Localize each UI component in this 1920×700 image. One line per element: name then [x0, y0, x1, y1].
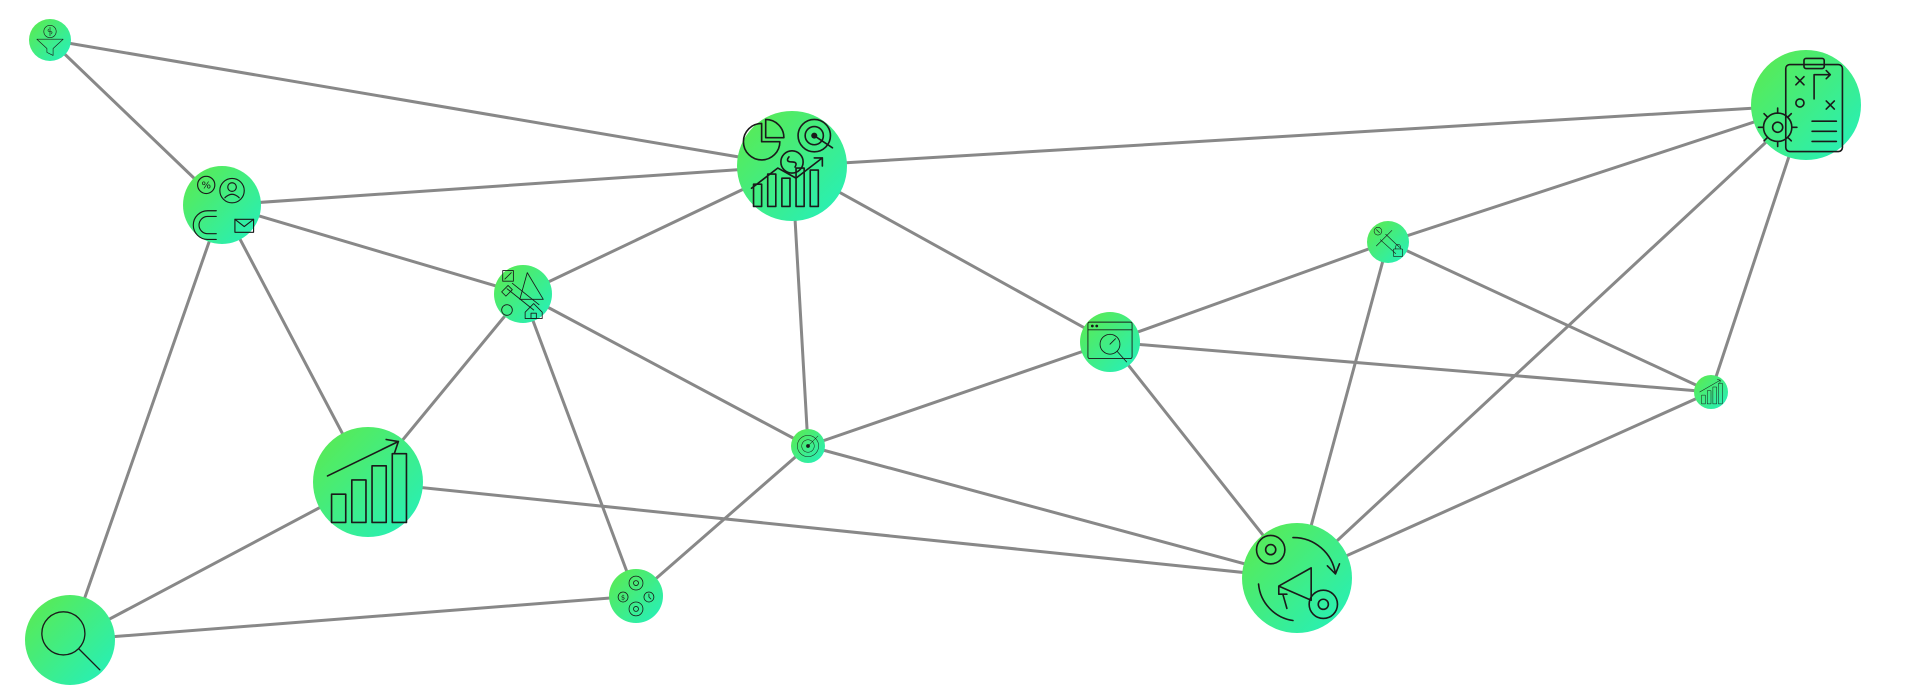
web-analytics-icon: [1087, 321, 1133, 363]
node-search-circle: [25, 595, 115, 685]
node-growth-circle: [313, 427, 423, 537]
node-analytics: [737, 111, 847, 221]
svg-text:$: $: [621, 593, 625, 601]
edge-search-settings: [68, 594, 638, 642]
edge-smallchart-marketing: [1295, 390, 1713, 580]
edge-settings-target: [634, 444, 810, 598]
node-growth: [313, 427, 423, 537]
small-chart-icon: [1699, 379, 1723, 405]
node-dev-circle: [1367, 221, 1409, 263]
node-smallchart: [1694, 375, 1728, 409]
edge-analytics-web: [790, 164, 1112, 344]
target-icon: [797, 435, 819, 457]
edge-target-marketing: [806, 444, 1299, 580]
node-tools: [494, 265, 552, 323]
node-target: [791, 429, 825, 463]
growth-chart-icon: [326, 438, 408, 524]
dev-tools-icon: [1373, 227, 1403, 257]
edge-analytics-strategy: [790, 103, 1808, 168]
lead-magnet-icon: %: [192, 175, 255, 241]
node-web: [1080, 312, 1140, 372]
strategy-clipboard-icon: [1757, 57, 1844, 153]
node-search: [25, 595, 115, 685]
analytics-dashboard-icon: [742, 118, 834, 208]
marketing-automation-icon: [1255, 534, 1341, 622]
edge-web-dev: [1108, 240, 1390, 344]
edge-dev-strategy: [1386, 103, 1808, 244]
node-settings-circle: [609, 569, 663, 623]
dollar-funnel-icon: [36, 25, 64, 56]
edge-growth-marketing: [366, 480, 1299, 580]
svg-text:%: %: [201, 180, 211, 191]
edge-magnet-search: [68, 203, 224, 642]
node-strategy: [1751, 50, 1861, 160]
edge-tools-target: [521, 292, 810, 448]
node-tools-circle: [494, 265, 552, 323]
node-settings: $: [609, 569, 663, 623]
node-web-circle: [1080, 312, 1140, 372]
node-strategy-circle: [1751, 50, 1861, 160]
edge-tools-settings: [521, 292, 638, 598]
settings-icon: $: [617, 575, 655, 617]
edge-strategy-marketing: [1295, 103, 1808, 580]
edge-dev-marketing: [1295, 240, 1390, 580]
node-funnel-circle: [29, 19, 71, 61]
edge-funnel-magnet: [48, 38, 224, 207]
edge-dev-smallchart: [1386, 240, 1713, 394]
node-magnet: %: [183, 166, 261, 244]
edge-funnel-analytics: [48, 38, 794, 168]
node-marketing-circle: [1242, 523, 1352, 633]
seo-tools-icon: [501, 270, 544, 319]
node-funnel: [29, 19, 71, 61]
edge-target-web: [806, 340, 1112, 448]
edge-magnet-tools: [220, 203, 525, 296]
edge-web-smallchart: [1108, 340, 1713, 394]
nodes-layer: %$: [25, 19, 1861, 685]
node-marketing: [1242, 523, 1352, 633]
edge-growth-search: [68, 480, 370, 642]
node-dev: [1367, 221, 1409, 263]
search-icon: [41, 611, 101, 671]
edges-layer: [48, 38, 1808, 642]
edge-magnet-analytics: [220, 164, 794, 207]
